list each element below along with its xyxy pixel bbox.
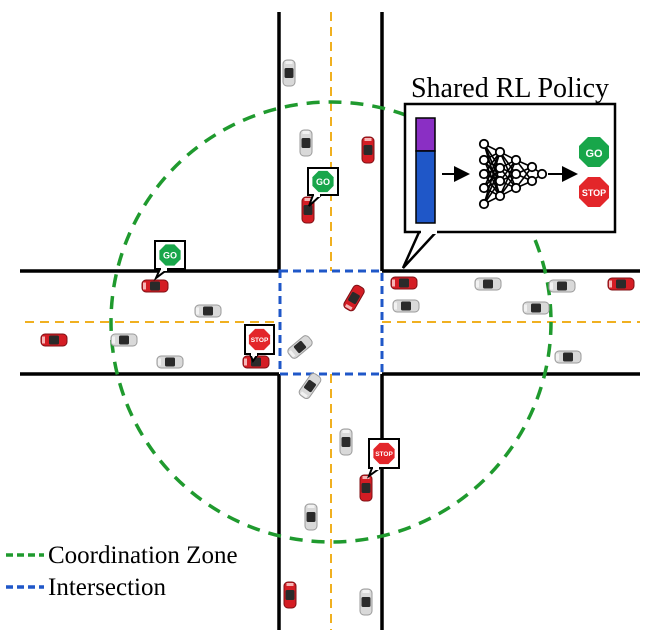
legend: Coordination Zone Intersection bbox=[6, 542, 238, 601]
controlled-car bbox=[40, 333, 68, 347]
road-edges bbox=[20, 12, 640, 630]
callout-pointer bbox=[401, 228, 441, 269]
coordination-zone bbox=[109, 100, 553, 544]
policy-go-octagon bbox=[579, 137, 609, 167]
callout-gap bbox=[421, 228, 437, 234]
go-signal: GO bbox=[153, 240, 186, 282]
go-signal: GO bbox=[307, 167, 339, 207]
controlled-car bbox=[343, 284, 365, 312]
signal-octagon bbox=[159, 244, 181, 266]
signal-text: GO bbox=[316, 177, 330, 187]
legend-zone-label: Coordination Zone bbox=[48, 542, 238, 569]
car bbox=[339, 428, 353, 456]
signal-text: GO bbox=[163, 251, 177, 261]
state-vector-bottom bbox=[415, 150, 436, 224]
car bbox=[359, 588, 373, 616]
neural-network-icon bbox=[478, 138, 548, 210]
stop-signal: STOP bbox=[366, 438, 400, 479]
car bbox=[554, 350, 582, 364]
car bbox=[522, 301, 550, 315]
policy-callout: Shared RL Policy GO STOP bbox=[401, 73, 617, 269]
intersection-box bbox=[278, 269, 384, 376]
stop-signal: STOP bbox=[244, 324, 275, 364]
controlled-car bbox=[361, 136, 375, 164]
controlled-car bbox=[390, 276, 418, 290]
controlled-car bbox=[607, 277, 635, 291]
car bbox=[392, 299, 420, 313]
car bbox=[299, 129, 313, 157]
car bbox=[287, 335, 313, 359]
controlled-car bbox=[359, 474, 373, 502]
car bbox=[304, 503, 318, 531]
signal-text: STOP bbox=[251, 337, 269, 344]
vehicle-signals: GO GO STOP STOP bbox=[153, 167, 400, 479]
car bbox=[298, 372, 322, 400]
car bbox=[194, 304, 222, 318]
car bbox=[548, 279, 576, 293]
signal-octagon bbox=[373, 442, 395, 465]
controlled-car bbox=[283, 581, 297, 609]
signal-octagon bbox=[312, 170, 334, 193]
state-vector-top bbox=[415, 117, 436, 152]
car bbox=[156, 355, 184, 369]
signal-octagon bbox=[248, 328, 271, 351]
car bbox=[282, 59, 296, 87]
lane-dividers bbox=[25, 12, 640, 630]
policy-stop-label: STOP bbox=[582, 188, 606, 198]
legend-intersection-label: Intersection bbox=[48, 574, 167, 601]
signal-text: STOP bbox=[375, 451, 393, 458]
policy-title: Shared RL Policy bbox=[411, 73, 609, 104]
car bbox=[110, 333, 138, 347]
policy-go-label: GO bbox=[585, 148, 603, 160]
controlled-car bbox=[141, 279, 169, 293]
policy-stop-octagon bbox=[579, 177, 609, 207]
car bbox=[474, 277, 502, 291]
vehicles bbox=[40, 59, 635, 616]
